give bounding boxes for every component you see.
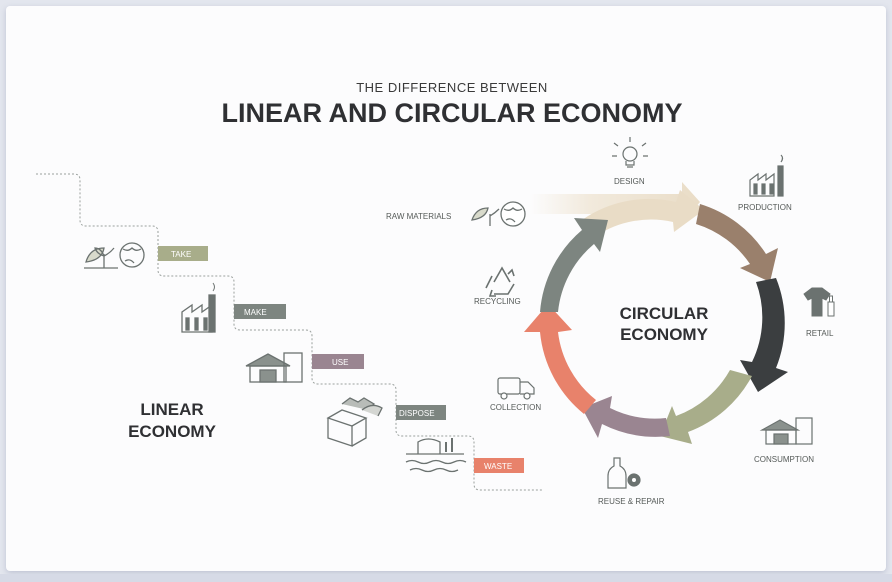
polluted-water-icon xyxy=(405,438,467,473)
trash-box-icon xyxy=(326,397,383,447)
subtitle: THE DIFFERENCE BETWEEN xyxy=(356,80,548,95)
house-icon xyxy=(245,352,303,383)
circular-title-line1: CIRCULAR xyxy=(620,304,709,323)
linear-step-make: MAKE xyxy=(234,304,286,319)
step-label: DISPOSE xyxy=(399,409,435,418)
shirt-bottle-icon xyxy=(803,287,835,317)
linear-title-line1: LINEAR xyxy=(140,400,203,419)
stage-label-production: PRODUCTION xyxy=(738,203,792,212)
linear-step-waste: WASTE xyxy=(474,458,524,473)
step-label: WASTE xyxy=(484,462,512,471)
stage-label-consumption: CONSUMPTION xyxy=(754,455,814,464)
cycle-arrow-collection xyxy=(524,304,596,414)
linear-flow-path xyxy=(36,173,542,491)
step-label: USE xyxy=(332,358,348,367)
infographic-card: THE DIFFERENCE BETWEEN LINEAR AND CIRCUL… xyxy=(6,6,886,571)
linear-title-line2: ECONOMY xyxy=(128,422,217,441)
cycle-arrow-recycling xyxy=(540,218,608,312)
factory-icon xyxy=(181,282,216,333)
truck-icon xyxy=(497,377,535,400)
factory-icon xyxy=(749,154,784,197)
raw-materials-label: RAW MATERIALS xyxy=(386,212,451,221)
lightbulb-icon xyxy=(612,137,648,168)
cycle-arrow-production xyxy=(696,204,778,282)
stage-label-retail: RETAIL xyxy=(806,329,834,338)
cycle-arrow-reuse xyxy=(582,396,670,438)
cycle-arrow-consumption xyxy=(660,370,752,444)
linear-step-dispose: DISPOSE xyxy=(396,405,446,420)
linear-step-use: USE xyxy=(312,354,364,369)
page-title: LINEAR AND CIRCULAR ECONOMY xyxy=(222,98,683,128)
step-label: MAKE xyxy=(244,308,267,317)
linear-step-take: TAKE xyxy=(158,246,208,261)
bottle-gear-icon xyxy=(607,457,641,489)
stage-label-reuse-repair: REUSE & REPAIR xyxy=(598,497,665,506)
stage-label-recycling: RECYCLING xyxy=(474,297,521,306)
stage-label-design: DESIGN xyxy=(614,177,645,186)
stage-label-collection: COLLECTION xyxy=(490,403,541,412)
step-label: TAKE xyxy=(171,250,191,259)
recycle-icon xyxy=(485,266,515,297)
globe-leaf-icon xyxy=(471,201,526,227)
globe-leaf-icon xyxy=(84,242,145,269)
house-icon xyxy=(759,417,813,445)
cycle-arrow-retail xyxy=(740,278,788,392)
circular-cycle xyxy=(524,190,788,444)
cycle-arrow-design xyxy=(582,190,704,236)
page-bottom-bar xyxy=(0,574,892,582)
circular-title-line2: ECONOMY xyxy=(620,325,709,344)
economy-diagram: THE DIFFERENCE BETWEEN LINEAR AND CIRCUL… xyxy=(36,80,835,506)
